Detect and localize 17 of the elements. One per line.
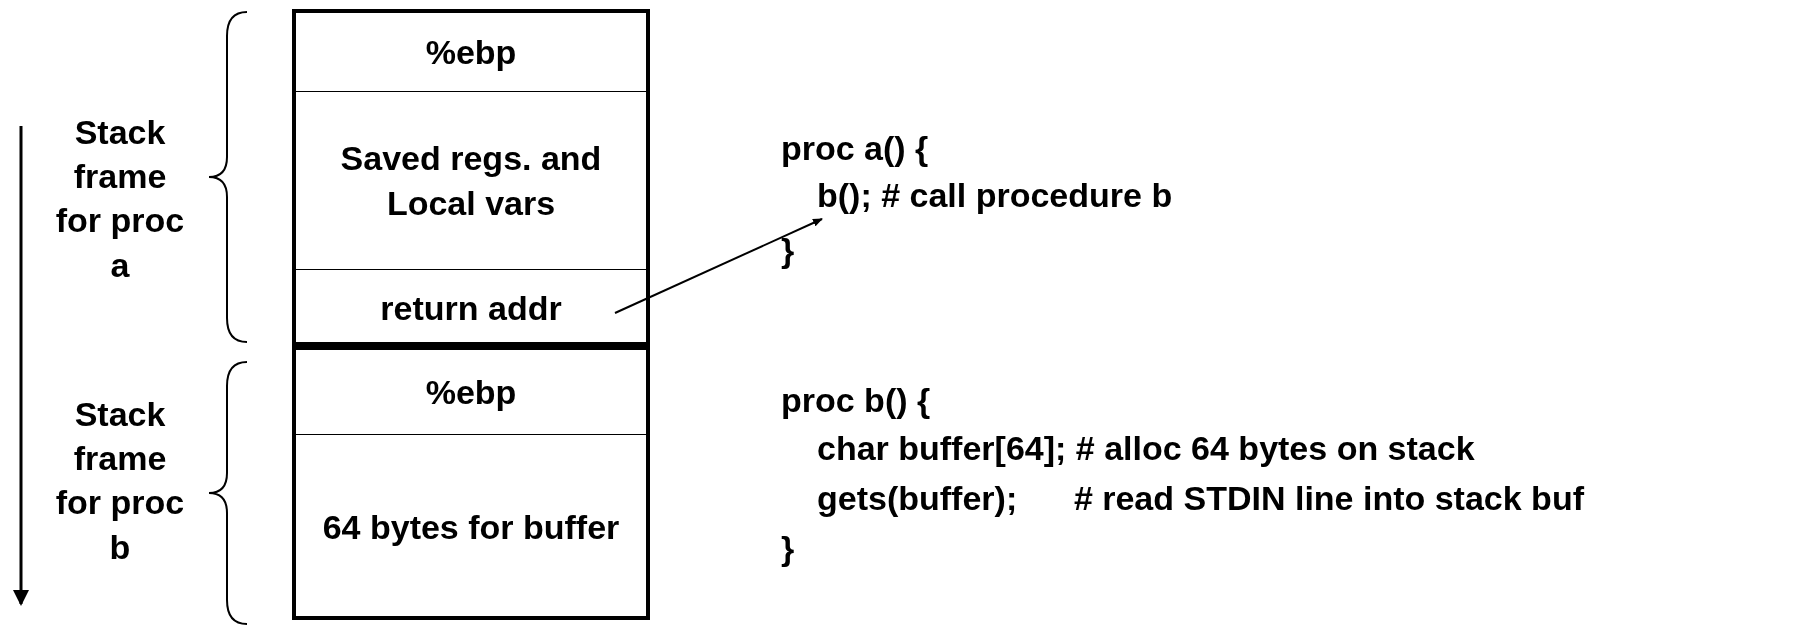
code-line: proc a() { (781, 128, 929, 169)
register-cell: %ebp (296, 13, 646, 91)
code-line: } (781, 528, 795, 569)
stack-frame-label: Stack frame for proc b (54, 394, 186, 568)
stack-frame-label: Stack frame for proc a (54, 112, 186, 286)
arrow (614, 218, 823, 314)
code-line: proc b() { (781, 380, 931, 421)
code-line: gets(buffer); # read STDIN line into stack buf (817, 478, 1584, 519)
register-cell: %ebp (296, 350, 646, 434)
buffer-cell: 64 bytes for buffer (296, 434, 646, 620)
stack-frame-box (292, 9, 650, 346)
code-line: b(); # call procedure b (817, 175, 1277, 219)
code-line: char buffer[64]; # alloc 64 bytes on stack (817, 428, 1475, 469)
stack-cell: return addr (296, 269, 646, 346)
code-line: } (781, 230, 795, 271)
stack-frame-box (292, 346, 650, 620)
stack-cell: Saved regs. and Local vars (296, 91, 646, 269)
